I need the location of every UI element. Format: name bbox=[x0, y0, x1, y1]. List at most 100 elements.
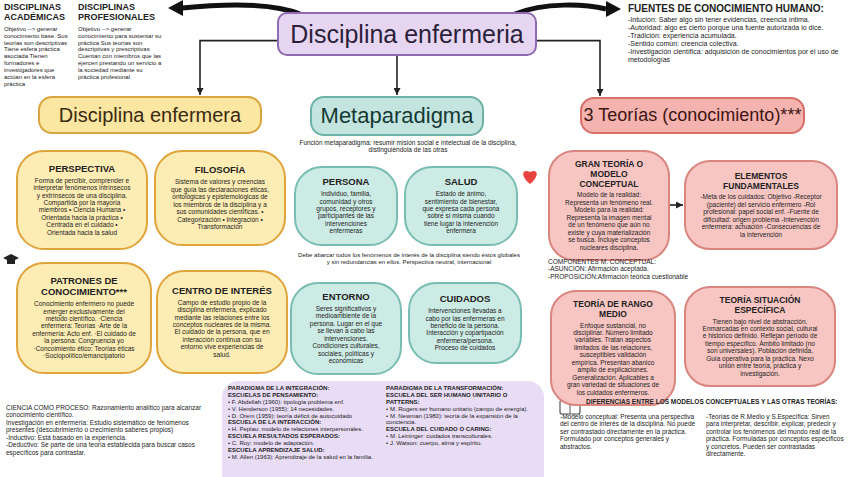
concept-bubble: SALUDEstado de ánimo, sentimiento de bie… bbox=[404, 166, 518, 246]
label-group: DISCIPLINAS PROFESIONALES Objetivo --> ge… bbox=[78, 3, 164, 81]
list-item: • D. Orem (1959): teoría déficit de auto… bbox=[228, 413, 380, 420]
node-body: Modelo de la realidad: Representa un fen… bbox=[564, 191, 654, 251]
group-heading: DISCIPLINAS ACADÉMICAS bbox=[4, 3, 74, 23]
label-group: Debe abarcar todos los fenómenos de inte… bbox=[298, 252, 520, 266]
list-item: • M. Allen (1963): Aprendizaje de la sal… bbox=[228, 454, 380, 461]
note-text: Debe abarcar todos los fenómenos de inte… bbox=[298, 252, 520, 266]
node-heading: PATRONES DE CONOCIMIENTO*** bbox=[32, 276, 136, 298]
note-text: Objetivo --> generar conocimiento base. … bbox=[4, 26, 74, 88]
title-box: Disciplina enfermeria bbox=[277, 12, 537, 56]
section-heading: PARADIGMA DE LA INTEGRACIÓN: bbox=[228, 385, 380, 392]
section-heading: ESCUELA RESULTADOS ESPERADOS: bbox=[228, 433, 380, 440]
theory-bubble: GRAN TEORÍA O MODELO CONCEPTUALModelo de… bbox=[548, 150, 670, 261]
label-group: -Teorías de R.Medio y S.Específica: Sirv… bbox=[706, 413, 844, 458]
node-body: Forma de percibir, comprender e interpre… bbox=[32, 177, 132, 237]
box-title: Disciplina enfermera bbox=[59, 104, 241, 127]
node-heading: ENTORNO bbox=[322, 292, 369, 303]
note-text: Función metaparadigma: resumir misión so… bbox=[297, 139, 519, 154]
note-text: COMPONENTES M. CONCEPTUAL: bbox=[548, 258, 698, 265]
theory-bubble: TEORÍA DE RANGO MEDIOEnfoque sustancial,… bbox=[550, 290, 676, 406]
node-body: Seres significativos y medioambiente de … bbox=[306, 305, 386, 365]
concept-bubble: PATRONES DE CONOCIMIENTO***Conocimiento … bbox=[16, 262, 152, 374]
box-title: Metaparadigma bbox=[321, 103, 474, 129]
list-item: -PROPOSICIÓN:Afirmación teórica cuestion… bbox=[548, 273, 698, 280]
concept-bubble: FILOSOFÍA Sistema de valores y creencias … bbox=[154, 150, 286, 246]
label-group: CIENCIA COMO PROCESO: Razonamiento analí… bbox=[6, 404, 218, 456]
list-item: • F. Abdellah (1960): tipología problema… bbox=[228, 399, 380, 406]
connector bbox=[670, 204, 683, 206]
note-text: CIENCIA COMO PROCESO: Razonamiento analí… bbox=[6, 404, 218, 419]
note-text: -Modelo conceptual: Presenta una perspec… bbox=[560, 413, 698, 450]
list-item: -Inductivo: Está basado en la experienci… bbox=[6, 434, 218, 441]
node-body: Conocimiento enfermero no puede emerger … bbox=[32, 300, 136, 360]
concept-bubble: PERSONAIndividuo, familia, comunidad y o… bbox=[294, 166, 398, 246]
node-body: Intervenciones llevadas a cabo por las e… bbox=[424, 307, 506, 352]
section-heading: ESCUELAS DE PENSAMIENTO: bbox=[228, 392, 380, 399]
concept-bubble: CUIDADOS Intervenciones llevadas a cabo p… bbox=[408, 282, 522, 364]
cap-base bbox=[7, 260, 15, 264]
node-heading: PERSONA bbox=[323, 177, 370, 188]
list-item: -Tradición: experiencia acumulada. bbox=[628, 32, 844, 40]
node-heading: TEORÍA DE RANGO MEDIO bbox=[566, 300, 660, 320]
list-item: • V. Henderson (1955): 14 necesidades. bbox=[228, 406, 380, 413]
section-banner: Disciplina enfermera bbox=[38, 96, 262, 134]
section-heading: ESCUELA APRENDIZAJE SALUD: bbox=[228, 447, 380, 454]
paradigm-band: PARADIGMA DE LA INTEGRACIÓN:ESCUELAS DE … bbox=[222, 381, 544, 477]
node-heading: PERSPECTIVA bbox=[49, 164, 115, 175]
list-item: • M. Rogers:ser humano unitario (campo d… bbox=[386, 406, 538, 413]
group-heading: DISCIPLINAS PROFESIONALES bbox=[78, 3, 164, 23]
node-heading: SALUD bbox=[445, 177, 478, 188]
node-heading: TEORÍA SITUACIÓN ESPECÍFICA bbox=[700, 296, 820, 316]
concept-bubble: CENTRO DE INTERÉS Campo de estudio propio… bbox=[156, 270, 288, 374]
list-item: -Sentido común: creencia colectiva. bbox=[628, 40, 844, 48]
cap-icon bbox=[3, 254, 19, 264]
heart-icon bbox=[523, 171, 537, 184]
node-body: -Meta de los cuidados: Objetivo -Recepto… bbox=[700, 193, 822, 238]
node-body: Tienen bajo nivel de abstracción. Enmarc… bbox=[700, 318, 820, 378]
note-text: Objetivo --> generar conocimiento para s… bbox=[78, 26, 164, 81]
label-group: COMPONENTES M. CONCEPTUAL:-ASUNCION: Afi… bbox=[548, 258, 698, 280]
theory-bubble: ELEMENTOS FUNDAMENTALES-Meta de los cuid… bbox=[684, 160, 838, 250]
box-title: 3 Teorías (conocimiento)*** bbox=[584, 105, 802, 126]
node-body: Campo de estudio propio de la disciplina… bbox=[172, 299, 272, 359]
list-item: • C. Roy: modelo de adaptación. bbox=[228, 440, 380, 447]
label-group: DIFERENCIAS ENTRE LOS MODELOS CONCEPTUAL… bbox=[586, 398, 844, 405]
text-column: PARADIGMA DE LA TRANSFORMACIÓN:ESCUELA D… bbox=[386, 385, 538, 447]
label-group: DISCIPLINAS ACADÉMICAS Objetivo --> gener… bbox=[4, 3, 74, 88]
node-heading: CUIDADOS bbox=[440, 294, 491, 305]
list-item: • M. Newman (1980): teoría de la expansi… bbox=[386, 413, 538, 427]
group-heading: FUENTES DE CONOCIMIENTO HUMANO: bbox=[628, 3, 844, 14]
section-banner: 3 Teorías (conocimiento)*** bbox=[580, 97, 805, 134]
arrow-head bbox=[606, 1, 621, 17]
node-heading: ELEMENTOS FUNDAMENTALES bbox=[700, 172, 822, 192]
note-text: -Teorías de R.Medio y S.Específica: Sirv… bbox=[706, 413, 844, 458]
arrow-head bbox=[168, 0, 183, 16]
label-group: Función metaparadigma: resumir misión so… bbox=[297, 139, 519, 154]
section-heading: ESCUELA DEL SER HUMANO UNITARIO O PATTER… bbox=[386, 392, 538, 406]
list-item: • M. Leininger: cuidados transculturales… bbox=[386, 433, 538, 440]
list-item: -Deductivo: Se parte de una teoría estab… bbox=[6, 441, 218, 456]
connector bbox=[396, 56, 398, 95]
section-banner: Metaparadigma bbox=[310, 96, 484, 136]
concept-bubble: PERSPECTIVA Forma de percibir, comprender… bbox=[16, 150, 148, 250]
group-heading: DIFERENCIAS ENTRE LOS MODELOS CONCEPTUAL… bbox=[586, 398, 844, 405]
node-body: Sistema de valores y creencias que guía … bbox=[170, 178, 270, 230]
label-group: -Modelo conceptual: Presenta una perspec… bbox=[560, 413, 698, 450]
node-heading: CENTRO DE INTERÉS bbox=[172, 286, 272, 297]
section-heading: ESCUELA DE LA INTERACCIÓN: bbox=[228, 419, 380, 426]
list-item: -ASUNCION: Afirmación aceptada. bbox=[548, 265, 698, 272]
list-item: -Intución: Saber algo sin tener evidenci… bbox=[628, 16, 844, 24]
concept-bubble: ENTORNO Seres significativos y medioambie… bbox=[290, 282, 402, 375]
section-heading: ESCUELA DEL CUIDADO O CARING: bbox=[386, 426, 538, 433]
label-group: FUENTES DE CONOCIMIENTO HUMANO: -Intución… bbox=[628, 3, 844, 64]
section-heading: PARADIGMA DE LA TRANSFORMACIÓN: bbox=[386, 385, 538, 392]
node-heading: GRAN TEORÍA O MODELO CONCEPTUAL bbox=[564, 160, 654, 189]
text-column: PARADIGMA DE LA INTEGRACIÓN:ESCUELAS DE … bbox=[228, 385, 380, 461]
box-title: Disciplina enfermeria bbox=[290, 20, 523, 49]
node-heading: FILOSOFÍA bbox=[195, 165, 246, 176]
note-text: Investigación en enfermería: Estudio sis… bbox=[6, 419, 218, 434]
node-body: Enfoque sustancial, no disciplinar. Núme… bbox=[566, 322, 660, 397]
list-item: -Investigación científica: adquisición d… bbox=[628, 48, 844, 64]
connector bbox=[537, 41, 600, 96]
